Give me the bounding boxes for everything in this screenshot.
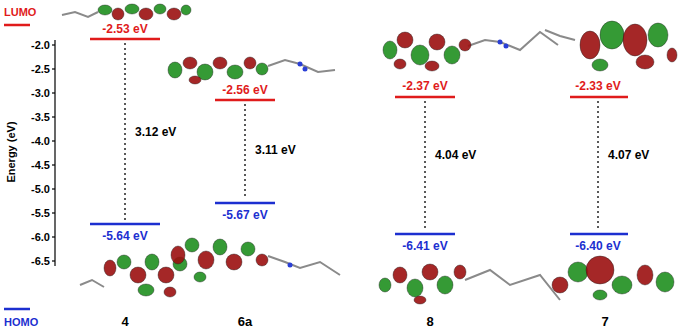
- orbital-lobe: [226, 254, 242, 270]
- orbital-lobe: [194, 272, 206, 282]
- orbital-lobe: [414, 296, 426, 304]
- lumo-energy: -2.56 eV: [222, 84, 267, 96]
- orbital-lobe: [411, 45, 429, 65]
- orbital-lobe: [393, 267, 407, 283]
- tick-label: -3.0: [31, 88, 50, 99]
- gap-line: [125, 43, 598, 230]
- orbital-lobe: [185, 238, 199, 252]
- orbital-lobe: [168, 62, 182, 78]
- orbital-lobe: [213, 239, 227, 255]
- compound-label: 7: [601, 315, 608, 328]
- orbital-lobe: [552, 277, 568, 293]
- compound-label: 6a: [238, 315, 252, 328]
- orbital-lobe: [656, 272, 674, 292]
- orbital-lobe: [256, 63, 268, 75]
- homo-energy: -6.41 eV: [402, 240, 447, 252]
- gap-energy: 4.07 eV: [608, 149, 649, 161]
- orbital-lobe: [104, 260, 116, 276]
- orbital-lobe: [407, 279, 423, 297]
- orbital-lobe: [444, 46, 460, 64]
- orbital-lobe: [580, 31, 600, 59]
- axis-title: Energy (eV): [6, 121, 17, 182]
- orbital-lobe: [183, 57, 197, 69]
- orbital-lobe: [422, 264, 438, 280]
- orbital-lobe: [667, 48, 677, 62]
- orbital-lobe: [167, 8, 181, 20]
- lumo-energy: -2.37 eV: [402, 80, 447, 92]
- orbital-lobe: [593, 290, 607, 300]
- tick-label: -5.0: [31, 184, 50, 195]
- orbital-lobe: [592, 59, 608, 71]
- orbital-lobe: [213, 57, 227, 69]
- orbital-lobe: [397, 32, 413, 48]
- gap-energy: 3.11 eV: [255, 144, 296, 156]
- orbital-lobe: [636, 55, 654, 69]
- compound-label: 8: [426, 315, 433, 328]
- orbital-lobe: [117, 255, 131, 269]
- orbital-lobe: [437, 276, 453, 294]
- gap-energy: 4.04 eV: [435, 149, 476, 161]
- legend-sample: [4, 24, 30, 27]
- orbital-lobe: [181, 5, 191, 15]
- tick-label: -6.5: [31, 256, 50, 267]
- orbital-lobe: [138, 284, 154, 296]
- nitrogen-atom: [288, 40, 509, 268]
- orbital-lobe: [637, 265, 653, 285]
- tick-label: -6.0: [31, 232, 50, 243]
- orbital-lobe: [130, 267, 146, 283]
- orbital-lobe: [454, 265, 466, 279]
- orbital-lobe: [145, 254, 159, 270]
- legend-text: LUMO: [4, 7, 36, 18]
- tick-label: -4.0: [31, 136, 50, 147]
- lumo-energy: -2.53 eV: [102, 23, 147, 35]
- orbital-lobe: [612, 276, 632, 294]
- legend-text: HOMO: [4, 317, 38, 328]
- tick-label: -2.0: [31, 40, 50, 51]
- orbital-lobe: [158, 267, 174, 283]
- orbital-lobe: [394, 59, 406, 69]
- orbital-lobe: [429, 34, 445, 50]
- orbital-lobe: [244, 57, 256, 69]
- tick-label: -2.5: [31, 64, 50, 75]
- orbital-lobe: [125, 4, 139, 14]
- orbital-lobe: [154, 4, 166, 14]
- homo-energy: -5.64 eV: [102, 230, 147, 242]
- orbital-lobe: [164, 287, 176, 297]
- lumo-energy: -2.33 eV: [575, 80, 620, 92]
- orbital-lobe: [112, 8, 124, 20]
- orbital-lobe: [600, 21, 624, 49]
- orbital-lobe: [198, 251, 214, 269]
- tick-label: -3.5: [31, 112, 50, 123]
- orbital-lobe: [459, 39, 471, 51]
- orbital-lobe: [568, 262, 588, 282]
- legend-sample: [4, 308, 30, 311]
- orbital-lobe: [139, 8, 153, 20]
- orbital-lobe: [648, 23, 668, 47]
- gap-energy: 3.12 eV: [135, 126, 176, 138]
- orbital-lobe: [189, 76, 201, 84]
- lumo-level: [90, 39, 628, 100]
- homo-energy: -5.67 eV: [222, 209, 267, 221]
- orbital-lobe: [171, 246, 185, 264]
- orbital-lobe: [227, 65, 243, 79]
- orbital-lobe: [379, 278, 391, 292]
- orbital-lobe: [98, 5, 112, 15]
- tick-label: -5.5: [31, 208, 50, 219]
- homo-energy: -6.40 eV: [575, 240, 620, 252]
- orbital-lobe: [241, 242, 255, 256]
- orbital-lobe: [425, 61, 439, 71]
- homo-level: [90, 203, 628, 234]
- orbital-lobe: [623, 24, 647, 56]
- tick-label: -4.5: [31, 160, 50, 171]
- molecule-skeleton: [62, 12, 575, 300]
- orbital-lobes: [98, 4, 677, 304]
- y-axis: [52, 40, 55, 266]
- orbital-lobe: [256, 254, 268, 266]
- orbital-lobe: [383, 41, 397, 59]
- compound-label: 4: [121, 315, 128, 328]
- orbital-lobe: [586, 256, 614, 284]
